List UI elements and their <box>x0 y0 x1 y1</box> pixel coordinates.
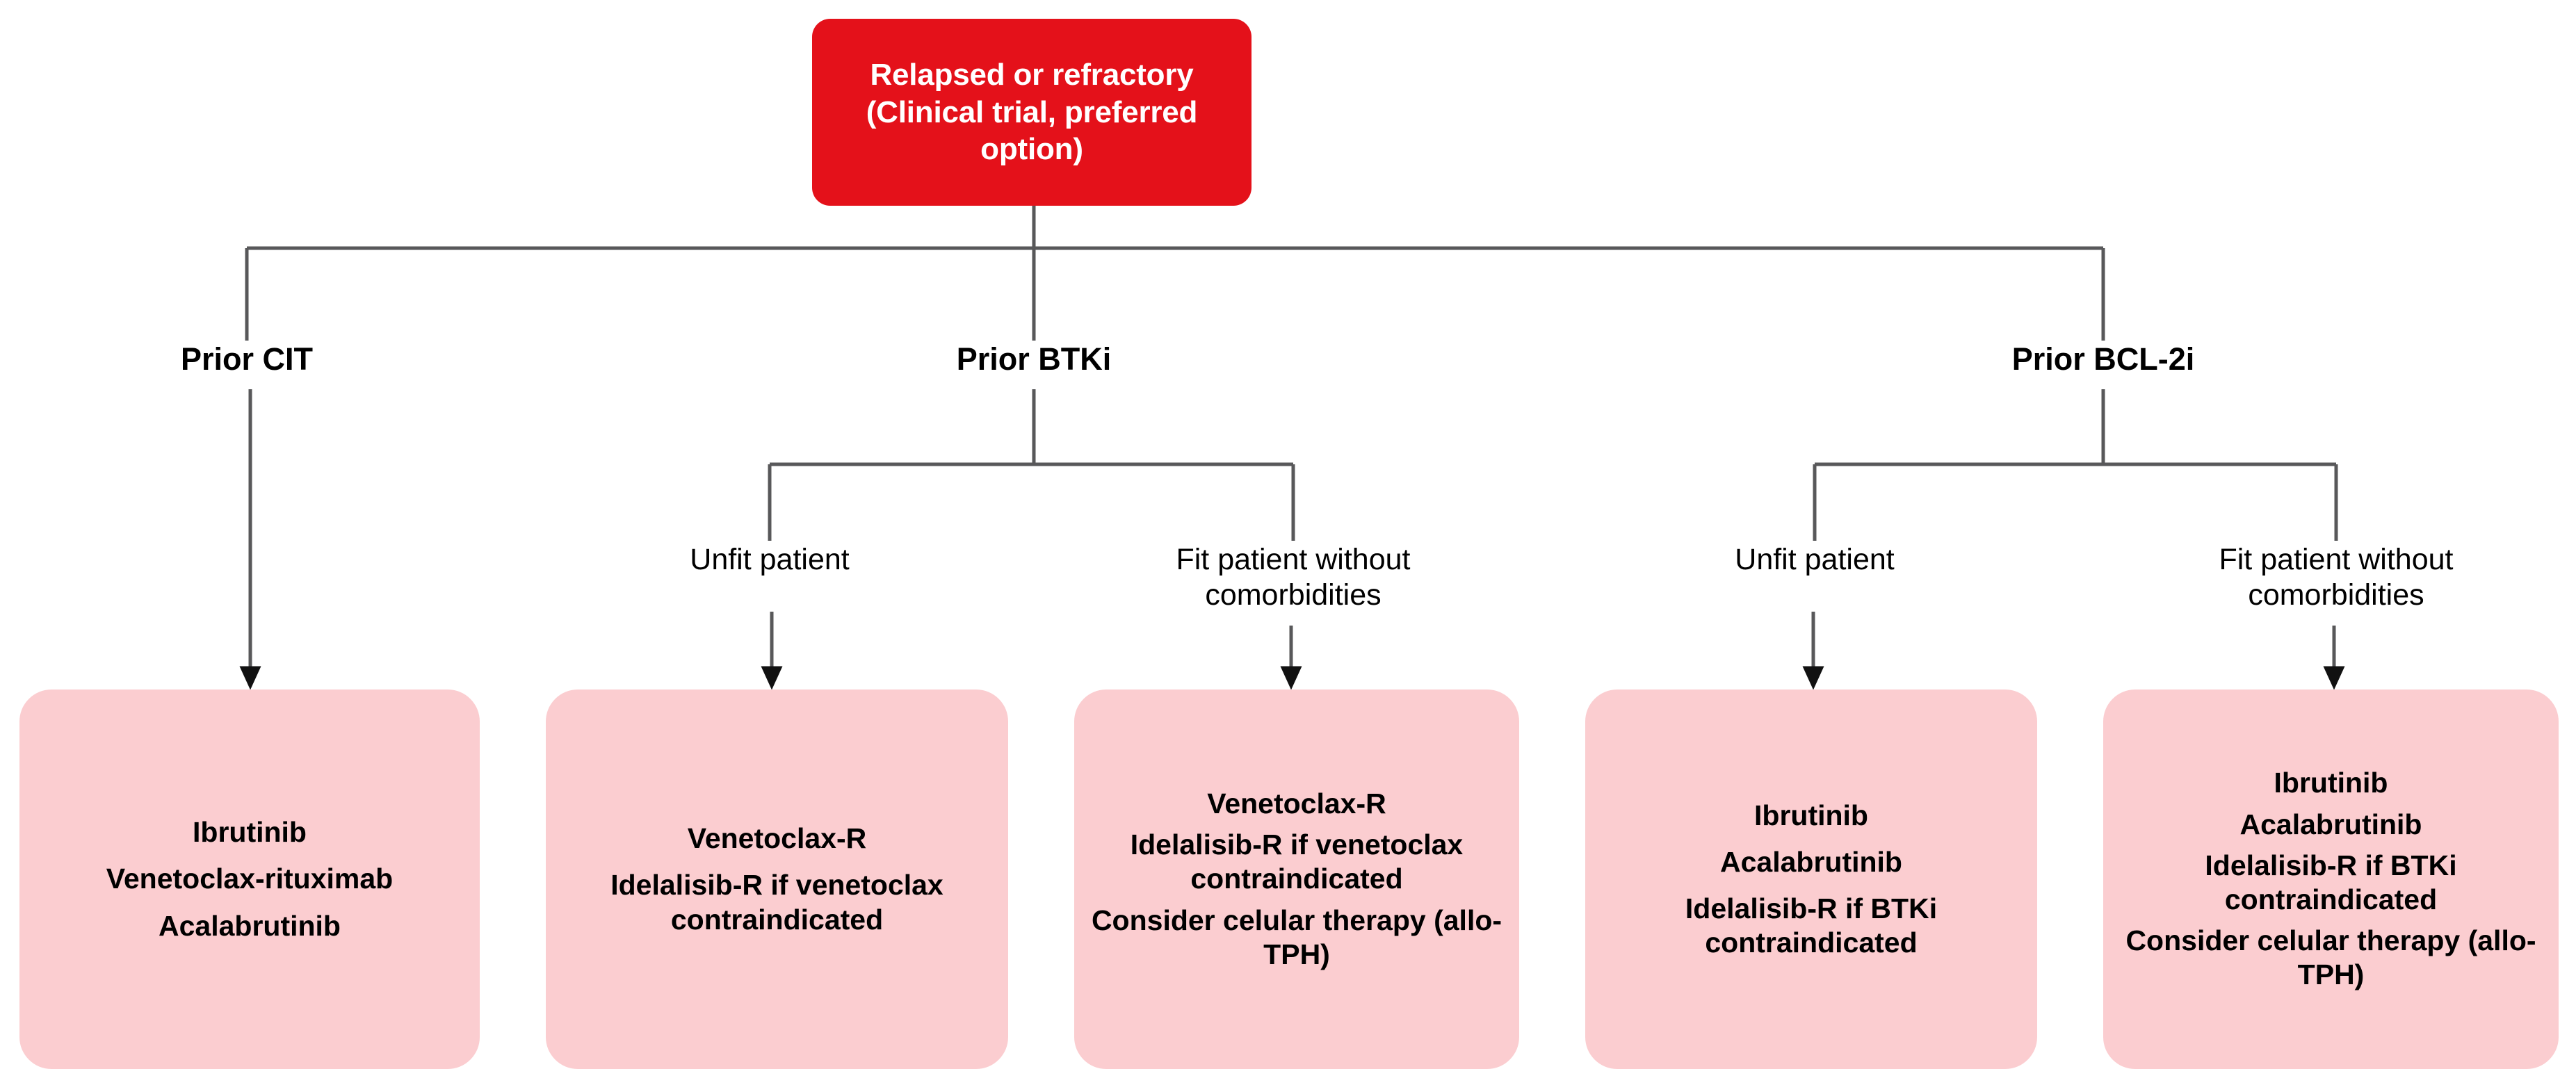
leaf-line: Acalabrutinib <box>159 909 341 942</box>
sub-label-btki-fit-patient: Fit patient without comorbidities <box>1130 542 1457 612</box>
leaf-line: Ibrutinib <box>193 816 307 849</box>
sub-label-btki-fit-line-2: comorbidities <box>1205 578 1382 612</box>
leaf-line: Idelalisib-R if BTKi contraindicated <box>1685 892 1938 959</box>
leaf-box-bcl2i-fit-options: Ibrutinib Acalabrutinib Idelalisib-R if … <box>2103 690 2559 1069</box>
root-line-2: (Clinical trial, preferred <box>866 95 1198 129</box>
sub-label-bcl2i-fit-patient: Fit patient without comorbidities <box>2173 542 2500 612</box>
leaf-line: Ibrutinib <box>1754 799 1868 831</box>
leaf-line: Venetoclax-R <box>1207 788 1386 820</box>
leaf-line: Consider celular therapy (allo-TPH) <box>2125 924 2536 991</box>
sub-label-bcl2i-fit-line-2: comorbidities <box>2248 578 2424 612</box>
branch-label-prior-btki: Prior BTKi <box>956 341 1112 377</box>
sub-label-bcl2i-fit-line-1: Fit patient without <box>2219 543 2454 576</box>
root-node-relapsed-refractory: Relapsed or refractory (Clinical trial, … <box>812 19 1251 206</box>
sub-label-bcl2i-unfit-patient: Unfit patient <box>1735 543 1895 576</box>
leaf-line: Acalabrutinib <box>2239 808 2422 840</box>
leaf-line: Idelalisib-R if BTKi contraindicated <box>2205 849 2457 915</box>
branch-label-prior-cit: Prior CIT <box>180 341 314 377</box>
leaf-box-bcl2i-unfit-options: Ibrutinib Acalabrutinib Idelalisib-R if … <box>1585 690 2037 1069</box>
leaf-line: Idelalisib-R if venetoclax contraindicat… <box>1130 829 1464 895</box>
sub-label-btki-unfit-patient: Unfit patient <box>690 543 850 576</box>
leaf-box-prior-cit-options: Ibrutinib Venetoclax-rituximab Acalabrut… <box>19 690 480 1069</box>
leaf-line: Idelalisib-R if venetoclax contraindicat… <box>610 869 943 936</box>
leaf-line: Ibrutinib <box>2274 767 2388 799</box>
branch-label-prior-bcl2i: Prior BCL-2i <box>2011 341 2195 377</box>
leaf-line: Venetoclax-rituximab <box>106 863 394 895</box>
root-line-1: Relapsed or refractory <box>870 57 1194 92</box>
leaf-line: Consider celular therapy (allo-TPH) <box>1091 904 1502 970</box>
sub-label-btki-fit-line-1: Fit patient without <box>1176 543 1411 576</box>
leaf-line: Venetoclax-R <box>687 822 867 855</box>
root-line-3: option) <box>980 132 1083 167</box>
leaf-box-btki-fit-options: Venetoclax-R Idelalisib-R if venetoclax … <box>1074 690 1519 1069</box>
leaf-box-btki-unfit-options: Venetoclax-R Idelalisib-R if venetoclax … <box>546 690 1008 1069</box>
leaf-line: Acalabrutinib <box>1720 845 1902 878</box>
